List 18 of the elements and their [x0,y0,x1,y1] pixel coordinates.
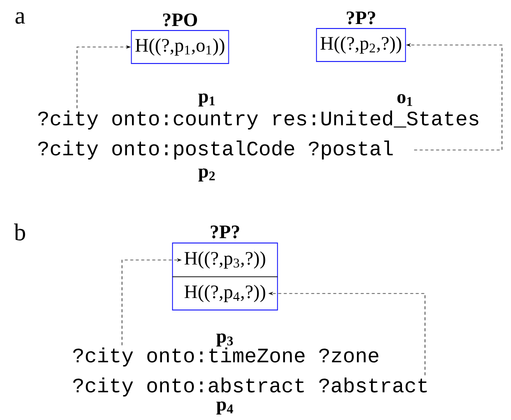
table-cell: H((?,p$_{3}$,?)) [184,251,266,269]
panel-letter: b [14,224,26,240]
node-label: ?PO [163,13,198,26]
hash-box: ?PO H((?,p$_{1}$,o$_{1}$)) [130,13,230,64]
term-label: p$_{3}$ [216,334,233,346]
term-label: p$_{2}$ [198,168,215,182]
panel-letter: a [16,12,25,24]
node-label: ?P? [210,225,240,238]
node-label: ?P? [346,11,376,24]
table-cell: H((?,p$_{4}$,?)) [184,284,266,302]
hash-box: ?P? H((?,p$_{2}$,?)) [316,11,406,62]
query-line: ?city onto:abstract ?abstract [73,377,427,397]
query-line: ?city onto:timeZone ?zone [73,347,378,367]
term-label: o$_{1}$ [397,94,412,106]
term-label: p$_{1}$ [198,94,215,106]
term-label: p$_{4}$ [216,402,234,414]
query-line: ?city onto:country res:United_States [38,110,478,130]
query-line: ?city onto:postalCode ?postal [38,140,393,160]
